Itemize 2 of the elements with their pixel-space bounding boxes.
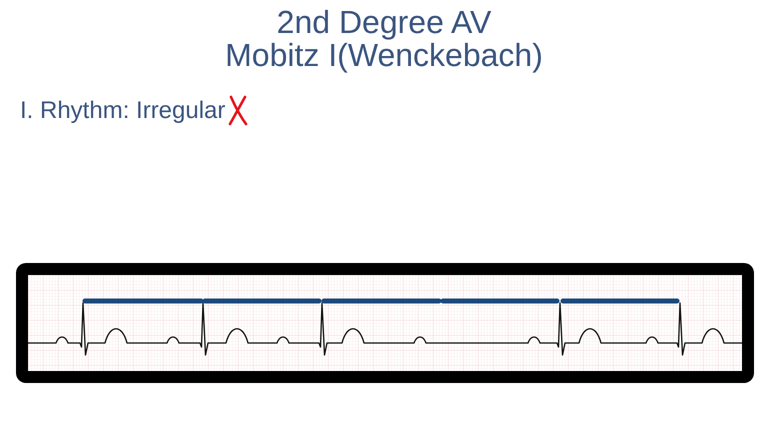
- rhythm-label: I. Rhythm: Irregular: [20, 96, 226, 126]
- diagram-title: 2nd Degree AV Mobitz I(Wenckebach): [224, 6, 544, 72]
